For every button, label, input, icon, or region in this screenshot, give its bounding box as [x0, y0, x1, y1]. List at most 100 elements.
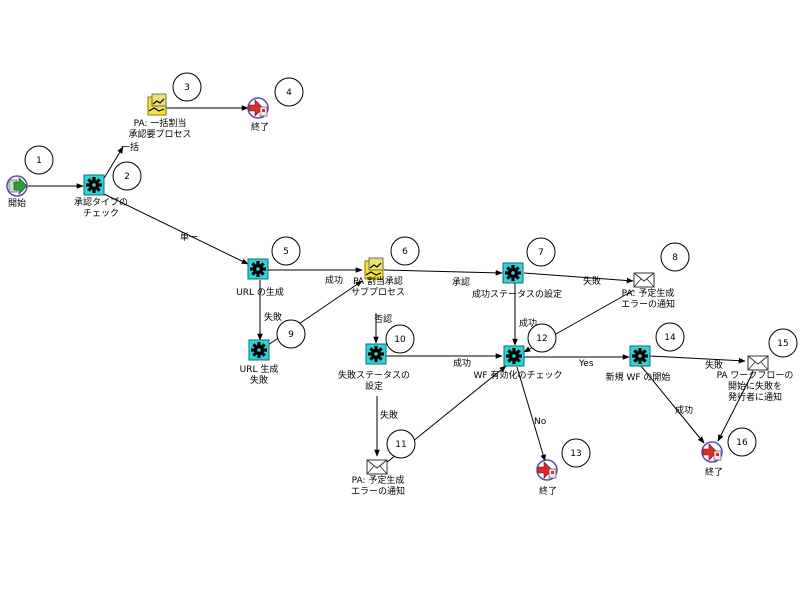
- node-label: 終了: [251, 121, 269, 133]
- edge-2-5: 単一: [103, 193, 249, 265]
- edge-2-3: 一括: [102, 141, 139, 181]
- node-5[interactable]: URL の生成 5: [236, 236, 301, 298]
- node-label: 失敗ステータスの: [338, 369, 410, 381]
- node-7[interactable]: 成功ステータスの設定 7: [472, 237, 562, 300]
- edge-10-11: 失敗: [374, 396, 398, 457]
- gear-icon: [632, 348, 648, 364]
- node-label: PA: 一括割当: [134, 117, 187, 129]
- gear-icon: [250, 261, 266, 277]
- node-label: 新規 WF の開始: [606, 371, 671, 383]
- step-number: 14: [664, 333, 676, 343]
- edge-7-8: 失敗: [523, 272, 634, 287]
- edge-label: 失敗: [705, 359, 723, 371]
- node-label: 設定: [365, 380, 383, 392]
- edge-15-16: [717, 371, 754, 442]
- edge-7-12: 成功: [512, 283, 537, 346]
- edge-label: 成功: [675, 404, 693, 416]
- edge-line: [640, 365, 705, 444]
- node-label: WF 有効化のチェック: [474, 369, 563, 381]
- edge-6-7: 承認: [383, 269, 503, 288]
- node-label: サブプロセス: [351, 286, 405, 298]
- edge-12-14: Yes: [524, 354, 630, 369]
- node-1[interactable]: 開始1: [6, 145, 54, 209]
- step-number-circle: [172, 72, 202, 102]
- node-14[interactable]: 新規 WF の開始 14: [606, 322, 685, 383]
- step-number-circle: [274, 77, 304, 107]
- step-number-circle: [526, 237, 556, 267]
- step-number: 15: [777, 339, 788, 349]
- edge-label: Yes: [578, 359, 594, 369]
- gear-icon: [505, 265, 521, 281]
- node-label: 開始: [8, 197, 26, 209]
- node-label: エラーの通知: [351, 485, 405, 497]
- node-label: URL 生成: [240, 363, 279, 375]
- step-number: 2: [124, 172, 130, 182]
- edge-line: [516, 366, 546, 462]
- node-label: エラーの通知: [621, 298, 675, 310]
- gear-icon: [251, 342, 267, 358]
- edge-12-13: No: [516, 366, 547, 462]
- node-label: チェック: [83, 208, 119, 219]
- edge-10-12: 成功: [386, 353, 503, 369]
- step-number-circle: [112, 161, 142, 191]
- edge-line: [717, 371, 754, 442]
- step-number: 10: [394, 335, 406, 345]
- edge-14-15: 失敗: [649, 355, 746, 371]
- edge-line: [649, 355, 746, 364]
- step-number-circle: [768, 328, 798, 358]
- step-number-circle: [271, 236, 301, 266]
- node-label: 成功ステータスの設定: [472, 288, 562, 300]
- step-number-circle: [385, 324, 415, 354]
- edge-label: 失敗: [264, 311, 282, 323]
- node-4[interactable]: 終了 4: [247, 77, 304, 133]
- step-number-circle: [561, 438, 591, 468]
- node-12[interactable]: WF 有効化のチェック 12: [474, 323, 563, 381]
- gear-icon: [506, 348, 522, 364]
- step-number-circle: [527, 323, 557, 353]
- step-number: 5: [283, 247, 289, 257]
- node-label: PA: 予定生成: [352, 474, 405, 486]
- step-number: 4: [286, 88, 292, 98]
- gear-icon: [368, 346, 384, 362]
- edge-label: No: [534, 417, 547, 427]
- edge-label: 否認: [374, 313, 392, 325]
- node-label: URL の生成: [236, 286, 284, 298]
- node-label: 開始に失敗を: [728, 380, 782, 392]
- edge-label: 失敗: [583, 275, 601, 287]
- edge-5-9: 失敗: [257, 280, 282, 341]
- edge-label: 一括: [121, 141, 139, 153]
- step-number: 12: [536, 334, 547, 344]
- edge-label: 失敗: [380, 409, 398, 421]
- step-number-circle: [655, 322, 685, 352]
- step-number-circle: [276, 319, 306, 349]
- node-label: PA: 予定生成: [622, 287, 675, 299]
- edge-14-16: 成功: [640, 365, 705, 444]
- step-number-circle: [727, 427, 757, 457]
- edge-label: 単一: [180, 231, 198, 243]
- edge-line: [103, 193, 249, 265]
- step-number-circle: [386, 429, 416, 459]
- edge-6-10: 否認: [373, 313, 392, 344]
- node-label: 終了: [705, 466, 723, 478]
- node-label: 発行者に通知: [728, 391, 782, 403]
- edge-label: 成功: [519, 317, 537, 329]
- node-label: 終了: [539, 485, 557, 497]
- node-label: PA ワークフローの: [717, 370, 794, 381]
- step-number: 3: [184, 83, 190, 93]
- edge-line: [523, 272, 634, 284]
- gear-icon: [86, 177, 102, 193]
- step-number-circle: [660, 242, 690, 272]
- step-number: 7: [538, 248, 544, 258]
- edge-label: 成功: [325, 274, 343, 286]
